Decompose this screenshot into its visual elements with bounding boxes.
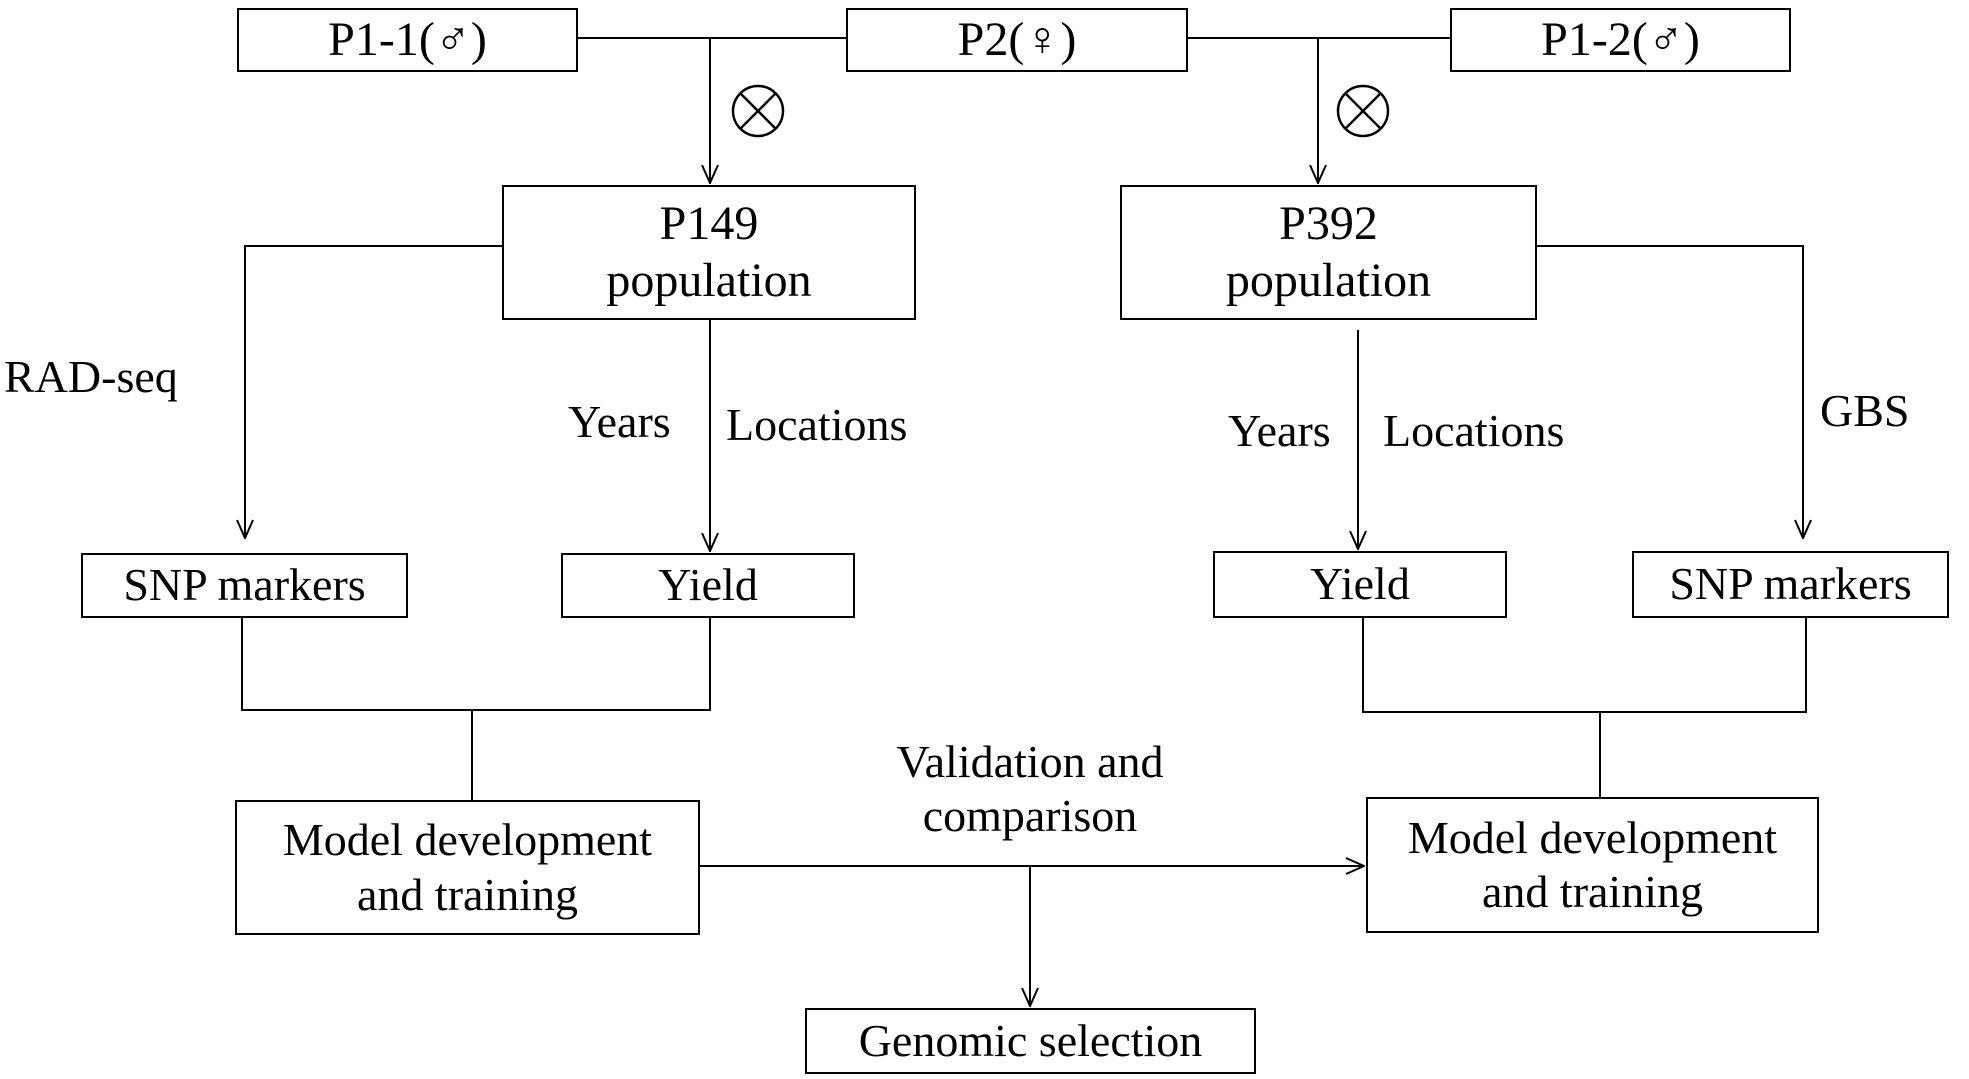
merge-right <box>1362 618 1807 713</box>
model-right-line1: Model development <box>1407 811 1778 863</box>
population-p392-name: P392 <box>1279 196 1378 250</box>
parent-p1-2-label: P1-2(♂) <box>1541 12 1700 66</box>
snp-markers-box-left: SNP markers <box>81 553 408 618</box>
arrow-radseq <box>245 245 502 538</box>
merge-left <box>241 618 711 711</box>
model-box-left: Model development and training <box>235 800 700 935</box>
model-box-right: Model development and training <box>1366 797 1819 933</box>
population-p149-name: P149 <box>659 196 759 250</box>
validation-line2: comparison <box>922 790 1138 842</box>
selfing-icon-left <box>731 84 785 138</box>
years-label-left: Years <box>568 396 671 447</box>
selfing-icon-right <box>1336 84 1390 138</box>
population-p149-box: P149 population <box>502 185 916 320</box>
yield-box-right: Yield <box>1213 551 1507 618</box>
model-left-line1: Model development <box>282 814 653 866</box>
population-p392-label: population <box>1225 253 1432 307</box>
validation-line1: Validation and <box>896 736 1164 787</box>
population-p392-box: P392 population <box>1120 185 1537 320</box>
snp-markers-label-right: SNP markers <box>1669 558 1912 610</box>
locations-label-left: Locations <box>726 399 908 450</box>
locations-label-right: Locations <box>1383 405 1565 456</box>
snp-markers-label-left: SNP markers <box>123 559 366 611</box>
parent-p2-box: P2(♀) <box>846 8 1188 72</box>
yield-box-left: Yield <box>561 553 855 618</box>
population-p149-label: population <box>606 253 812 307</box>
validation-label: Validation and comparison <box>880 735 1180 844</box>
genomic-selection-box: Genomic selection <box>805 1008 1256 1074</box>
snp-markers-box-right: SNP markers <box>1632 551 1949 618</box>
arrow-gbs <box>1537 245 1803 538</box>
years-label-right: Years <box>1228 405 1331 456</box>
radseq-label: RAD-seq <box>4 351 178 402</box>
model-left-line2: and training <box>357 868 578 920</box>
parent-p1-1-box: P1-1(♂) <box>237 8 578 72</box>
yield-label-right: Yield <box>1310 558 1410 610</box>
parent-p1-2-box: P1-2(♂) <box>1450 8 1791 72</box>
model-right-line2: and training <box>1482 866 1703 917</box>
genomic-selection-label: Genomic selection <box>858 1014 1203 1066</box>
parent-p1-1-label: P1-1(♂) <box>328 12 487 66</box>
gbs-label: GBS <box>1820 385 1910 436</box>
yield-label-left: Yield <box>658 559 758 611</box>
parent-p2-label: P2(♀) <box>957 12 1077 66</box>
